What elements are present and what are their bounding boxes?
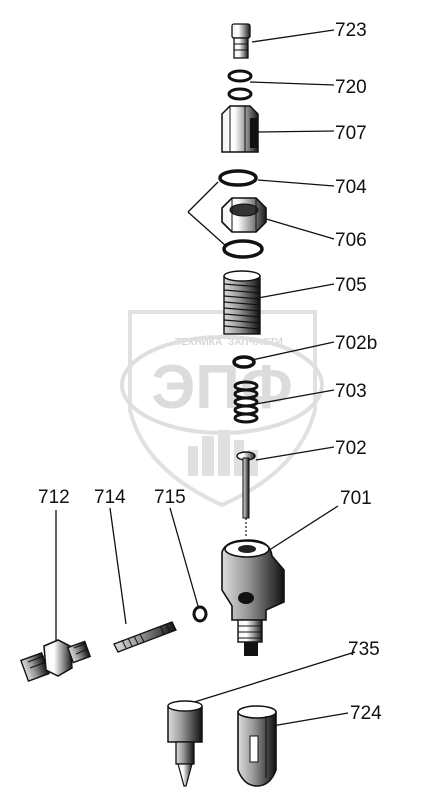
leader-707	[257, 130, 335, 133]
label-702b: 702b	[335, 333, 377, 354]
leader-705	[257, 283, 335, 299]
leader-723	[251, 29, 335, 43]
label-704: 704	[335, 177, 367, 198]
label-715: 715	[154, 487, 186, 508]
label-707: 707	[335, 123, 367, 144]
part-715-small-ring	[192, 605, 208, 623]
part-701-nozzle-holder-body	[221, 539, 285, 656]
watermark-top-text: ТЕХНИКА	[175, 337, 222, 348]
part-702b-washer	[232, 355, 256, 369]
label-703: 703	[335, 381, 367, 402]
part-702-pressure-pin	[236, 451, 256, 536]
part-704-sealing-ring-upper	[218, 169, 258, 187]
part-712-fitting	[20, 639, 92, 682]
leader-715	[169, 507, 199, 607]
leader-704-arm-a	[187, 181, 219, 213]
leader-724	[271, 712, 349, 727]
leader-704	[257, 179, 335, 187]
part-723-bolt	[231, 23, 251, 59]
part-714-threaded-rod	[113, 621, 177, 653]
leader-735	[187, 651, 356, 705]
leader-701	[259, 505, 339, 557]
label-706: 706	[335, 230, 367, 251]
leader-714	[109, 507, 127, 625]
part-703-spring	[233, 380, 259, 424]
label-712: 712	[38, 487, 70, 508]
part-706-hex-nut	[221, 197, 267, 233]
part-labels: 723 720 707 704 706 705 702b 703 702 701…	[38, 20, 382, 724]
part-735-nozzle	[167, 700, 203, 787]
watermark: ТЕХНИКА ЗАПЧАСТИ ЭПФ	[120, 310, 324, 508]
label-720: 720	[335, 77, 367, 98]
watermark-logo-text: ЭПФ	[151, 353, 293, 422]
label-723: 723	[335, 20, 367, 41]
label-724: 724	[350, 703, 382, 724]
label-702: 702	[335, 438, 367, 459]
label-714: 714	[94, 487, 126, 508]
leader-720	[249, 81, 335, 86]
label-701: 701	[340, 488, 372, 509]
part-720-washers	[227, 69, 253, 101]
watermark-shield-shape	[128, 310, 317, 508]
part-705-threaded-sleeve	[223, 270, 261, 335]
leader-lines	[55, 29, 356, 727]
part-724-cap-nut	[237, 705, 277, 787]
leader-703	[255, 389, 335, 405]
leader-704-arm-b	[187, 211, 227, 247]
part-707-union-nut	[221, 105, 259, 153]
leader-702b	[251, 341, 335, 361]
watermark-top-text-right: ЗАПЧАСТИ	[228, 337, 283, 348]
label-705: 705	[335, 275, 367, 296]
part-704-sealing-ring-lower	[222, 239, 264, 259]
leader-702	[255, 446, 335, 461]
leader-706	[255, 215, 335, 240]
label-735: 735	[348, 639, 380, 660]
